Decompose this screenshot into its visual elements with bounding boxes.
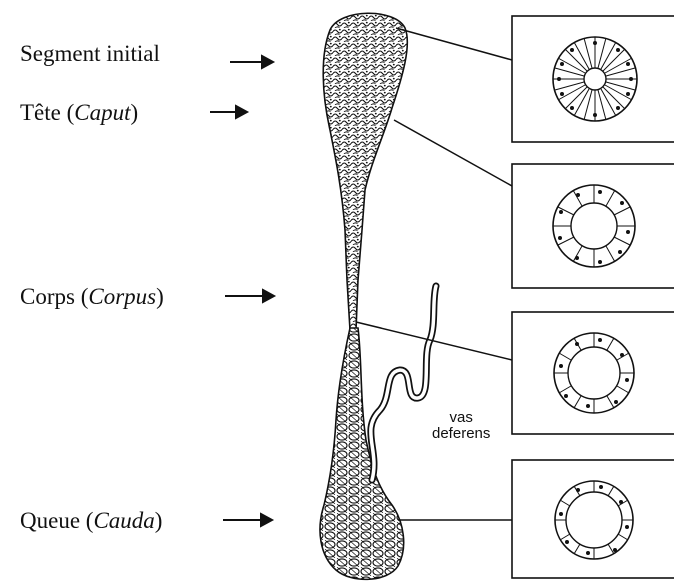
label-queue-close: )	[155, 508, 163, 533]
arrow-corps	[225, 290, 274, 302]
section-box-cauda	[512, 460, 674, 578]
label-corps-latin: Corpus	[88, 284, 156, 309]
label-corps-close: )	[156, 284, 164, 309]
label-segment-initial: Segment initial	[20, 42, 160, 65]
epididymis-organ	[320, 13, 407, 579]
label-corps-text: Corps (	[20, 284, 88, 309]
arrow-tete	[210, 106, 247, 118]
label-queue-latin: Cauda	[93, 508, 154, 533]
label-tete-latin: Caput	[74, 100, 130, 125]
section-box-caput	[512, 164, 674, 288]
label-vas-line2: deferens	[432, 426, 490, 442]
label-vas-line1: vas	[432, 410, 490, 426]
label-segment-initial-text: Segment initial	[20, 41, 160, 66]
vas-deferens-tube	[371, 286, 436, 480]
label-corps: Corps (Corpus)	[20, 285, 164, 308]
label-tete-text: Tête (	[20, 100, 74, 125]
arrow-segment-initial	[230, 56, 273, 68]
label-tete-close: )	[131, 100, 139, 125]
section-box-segment-initial	[512, 16, 674, 142]
label-vas-deferens: vas deferens	[432, 410, 490, 442]
arrow-queue	[223, 514, 272, 526]
label-queue: Queue (Cauda)	[20, 509, 162, 532]
label-queue-text: Queue (	[20, 508, 93, 533]
section-box-corpus	[512, 312, 674, 434]
label-tete: Tête (Caput)	[20, 101, 138, 124]
